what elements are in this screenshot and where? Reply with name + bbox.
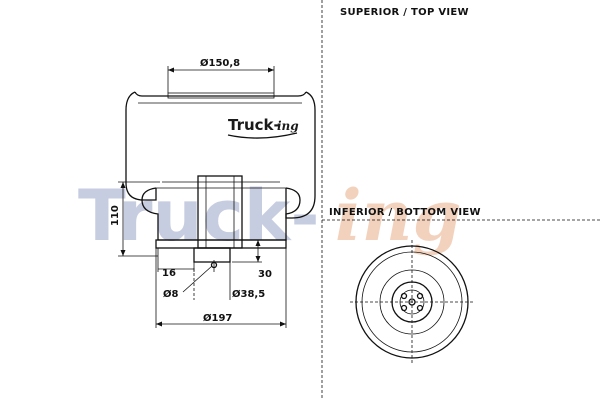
watermark-text-secondary: ing <box>335 174 461 257</box>
dim-flange-arrows <box>255 240 261 262</box>
dim-bellow-diameter: Ø197 <box>203 312 232 324</box>
dim-offset: 16 <box>162 268 176 279</box>
bellow-left-outline <box>125 91 157 201</box>
bottom-bolt-4 <box>416 304 424 312</box>
brand-logo: Truck- ing <box>227 116 299 139</box>
bottom-view-label: INFERIOR / BOTTOM VIEW <box>329 207 481 218</box>
dim-bolt: Ø8 <box>163 288 179 300</box>
dim-base-diameter: Ø38,5 <box>232 288 265 300</box>
top-view-label: SUPERIOR / TOP VIEW <box>340 7 469 18</box>
watermark: Truck- ing <box>78 174 461 257</box>
bottom-bolt-2 <box>416 292 424 300</box>
top-plate-center <box>167 92 275 99</box>
dim-flange: 30 <box>258 269 272 280</box>
bottom-bolt-1 <box>400 292 408 300</box>
bottom-view <box>350 240 474 364</box>
logo-swoosh <box>227 132 298 139</box>
dimension-annotations: Ø150,8 110 16 30 Ø8 Ø38,5 Ø197 <box>110 57 287 328</box>
dim-top-diameter: Ø150,8 <box>200 57 240 69</box>
dim-bolt-leader <box>182 265 213 293</box>
bottom-bolt-3 <box>400 304 408 312</box>
air-spring-side-view: Truck- ing <box>125 91 316 272</box>
dim-height: 110 <box>110 205 121 226</box>
top-plate-outline <box>134 91 307 97</box>
base-stud <box>193 247 231 263</box>
piston-rings <box>156 181 286 189</box>
watermark-text-primary: Truck- <box>78 175 320 257</box>
bellow-right-outline <box>285 91 316 219</box>
logo-text-primary: Truck- <box>228 116 280 134</box>
logo-text-secondary: ing <box>277 119 299 133</box>
